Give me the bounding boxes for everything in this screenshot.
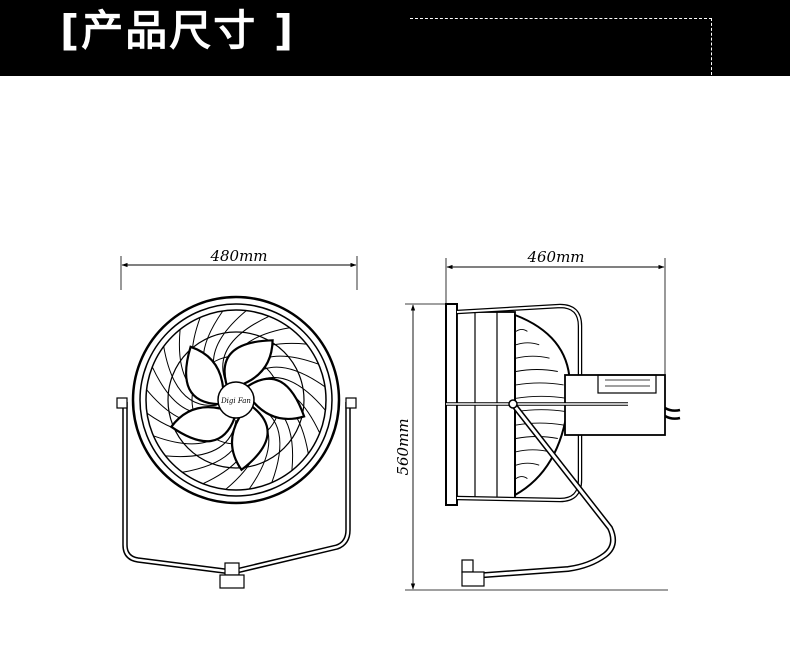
dome-grille-line [515,422,564,426]
front-foot-base [219,574,245,589]
dome-grille-line [515,342,540,346]
front-foot [224,562,240,576]
header-dashed-frame [410,18,712,75]
side-stand-leg-inner [471,403,615,578]
header-bar: [产品尺寸 ] [0,0,790,76]
brand-label: Digi Fan [220,397,251,405]
height-dimension-label: 560mm [394,418,412,475]
depth-dimension-label: 460mm [526,248,584,266]
left-pivot-knob [116,397,128,409]
power-cord [664,406,681,412]
dome-grille-line [515,369,558,372]
side-view [405,258,681,591]
power-cord-2 [664,414,681,420]
fan-guard-middle-ring [167,331,305,469]
page-title: [产品尺寸 ] [60,6,296,55]
width-dimension-label: 480mm [209,247,267,265]
dome-grille-line [515,462,540,466]
fan-blade [247,377,306,420]
fan-blade [230,406,269,472]
dome-grille-line [515,355,550,359]
dome-grille-line [515,395,567,399]
fan-hub [217,381,255,419]
right-pivot-knob [345,397,357,409]
fan-housing-rim [139,303,333,497]
dome-grille-line [515,328,528,332]
front-view [116,256,358,589]
fan-blades [169,339,306,472]
side-foot [461,559,474,573]
side-foot-base [461,571,485,587]
fan-blade [169,406,236,443]
motor-rear-switch [597,374,657,394]
guard-spoke [163,346,217,406]
dome-grille-line [515,382,564,386]
side-pivot [508,399,518,409]
dome-grille-line [515,476,528,479]
fan-guard-outer-ring [145,309,327,491]
fan-blade [185,345,225,406]
fan-blade [223,339,274,385]
